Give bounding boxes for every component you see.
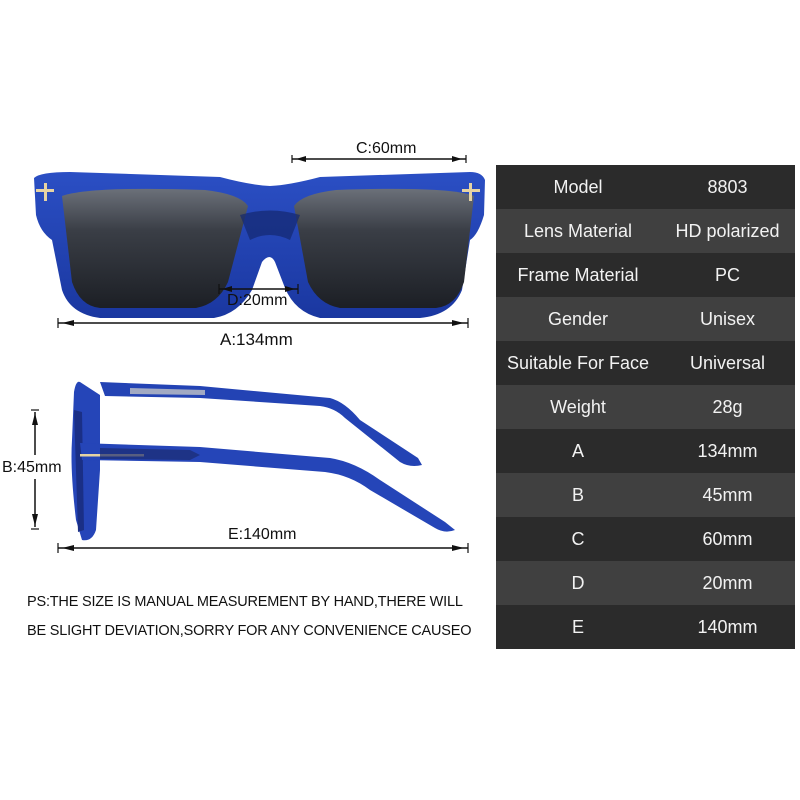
spec-row-b: B 45mm [496,473,795,517]
spec-row-d: D 20mm [496,561,795,605]
dimension-b-line [0,409,70,530]
sunglasses-side-view [71,381,455,541]
spec-key: Lens Material [523,220,633,241]
spec-value: Universal [689,352,766,373]
spec-row-e: E 140mm [496,605,795,649]
spec-key: Frame Material [517,264,639,285]
spec-value: 28g [712,396,743,417]
spec-row-c: C 60mm [496,517,795,561]
spec-key: Weight [550,396,606,417]
dimension-c-label: C:60mm [356,140,417,157]
spec-row-model: Model 8803 [496,165,795,209]
spec-row-gender: Gender Unisex [496,297,795,341]
spec-key: C [571,528,585,549]
spec-key: D [571,572,585,593]
spec-value: 8803 [707,176,748,197]
disclaimer-line-2: BE SLIGHT DEVIATION,SORRY FOR ANY CONVEN… [27,623,472,639]
disclaimer-line-1: PS:THE SIZE IS MANUAL MEASUREMENT BY HAN… [27,594,463,610]
spec-value: 60mm [702,528,753,549]
measurement-disclaimer: PS:THE SIZE IS MANUAL MEASUREMENT BY HAN… [27,588,497,646]
spec-row-lens-material: Lens Material HD polarized [496,209,795,253]
spec-key: B [571,484,584,505]
dimension-a-line [57,318,469,328]
spec-value: 20mm [702,572,753,593]
dimension-b-label: B:45mm [2,459,62,476]
dimension-e-line [57,543,469,553]
dimension-e-label: E:140mm [228,526,297,543]
spec-table: Model 8803 Lens Material HD polarized Fr… [496,165,795,649]
spec-key: Suitable For Face [506,352,650,373]
spec-row-weight: Weight 28g [496,385,795,429]
spec-key: A [571,440,584,461]
spec-value: Unisex [699,308,756,329]
spec-key: Model [553,176,603,197]
dimension-d-line [218,284,299,294]
dimension-d-label: D:20mm [227,292,288,309]
front-frame [34,172,485,318]
spec-value: PC [714,264,740,285]
dimension-a-label: A:134mm [220,330,293,349]
dimension-c-line [291,155,467,163]
spec-row-face: Suitable For Face Universal [496,341,795,385]
spec-row-frame-material: Frame Material PC [496,253,795,297]
spec-value: 140mm [697,616,758,637]
spec-value: 45mm [702,484,753,505]
spec-key: Gender [547,308,609,329]
spec-value: HD polarized [675,220,780,241]
spec-row-a: A 134mm [496,429,795,473]
spec-key: E [571,616,584,637]
spec-value: 134mm [697,440,758,461]
